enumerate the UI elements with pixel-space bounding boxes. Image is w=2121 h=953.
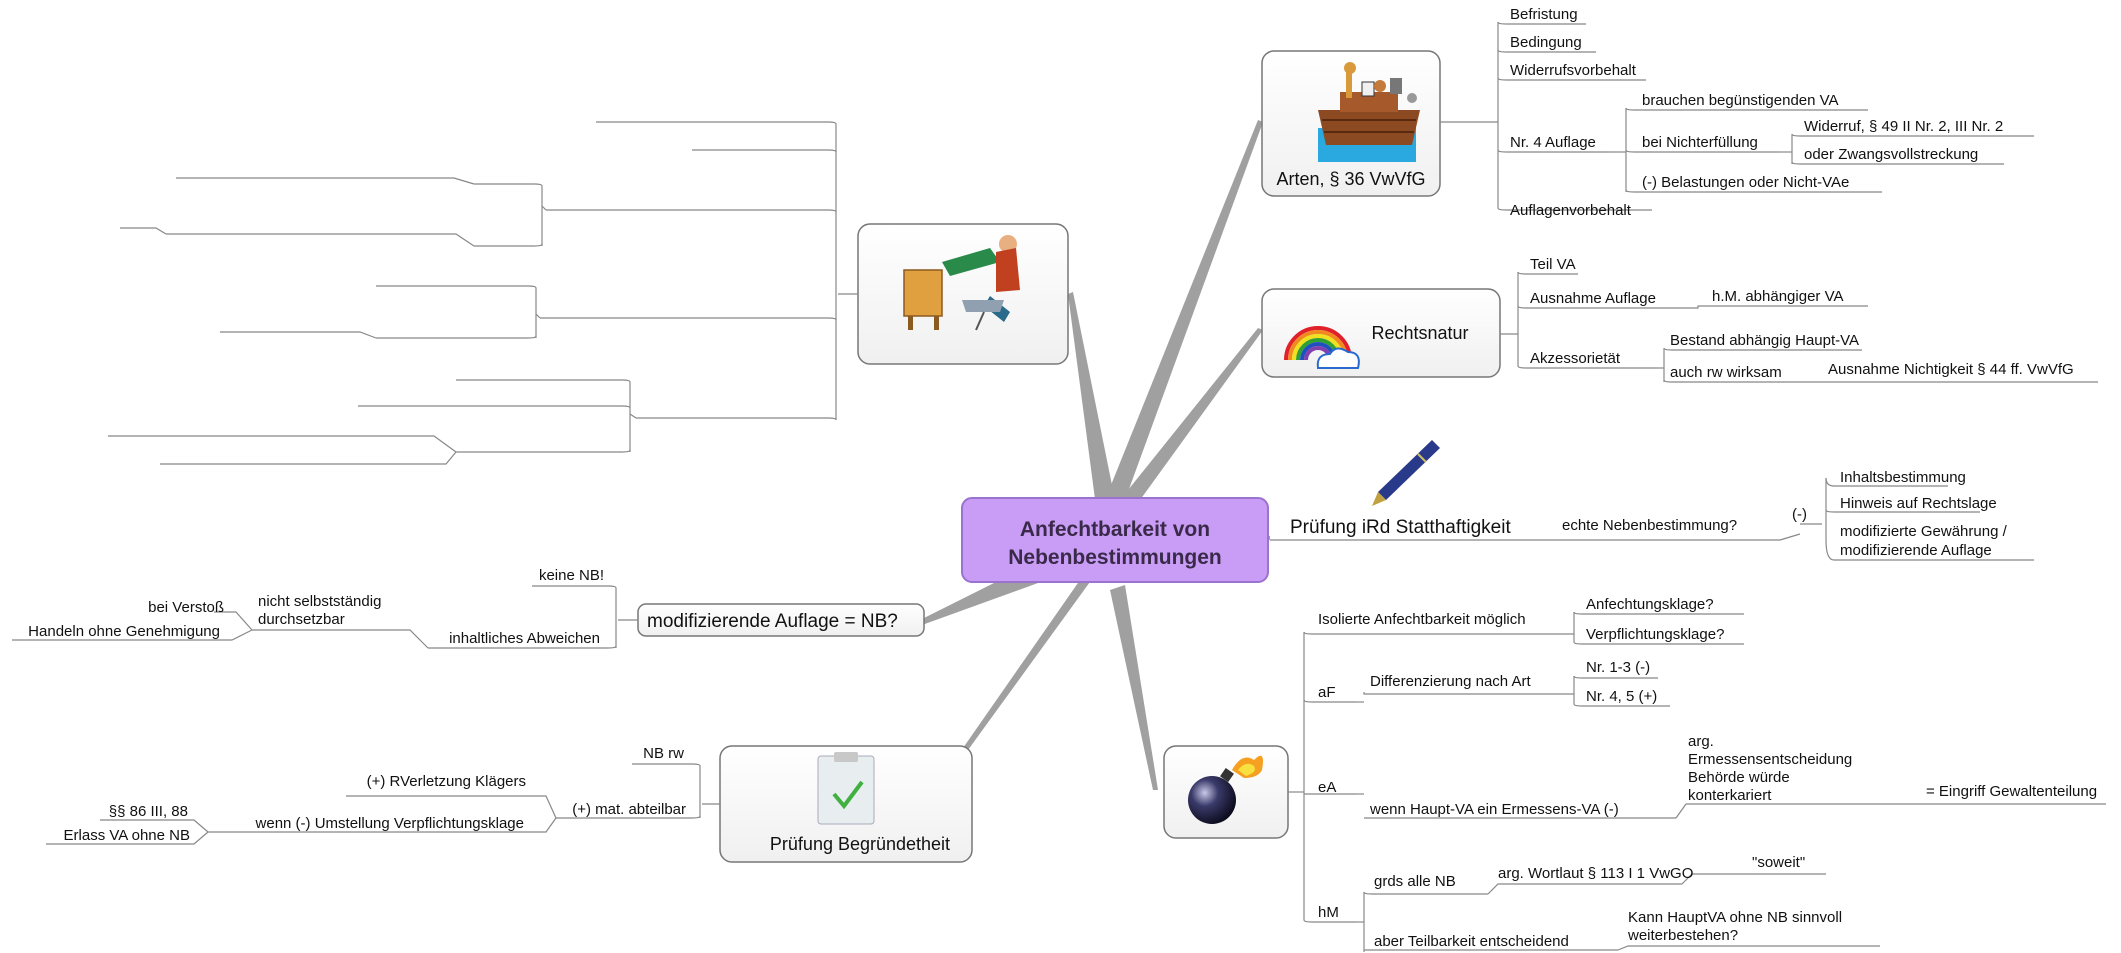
beguenstigend: brauchen begünstigenden VA bbox=[1642, 92, 1839, 109]
nr-4-5: Nr. 4, 5 (+) bbox=[1586, 688, 1657, 705]
fountain-pen-icon bbox=[1372, 440, 1440, 506]
auflage: Nr. 4 Auflage bbox=[1510, 134, 1596, 151]
isoliert-moeglich: Isolierte Anfechtbarkeit möglich bbox=[1318, 611, 1526, 628]
echte-nb: echte Nebenbestimmung? bbox=[1562, 517, 1737, 534]
arten-subtree bbox=[1440, 21, 2034, 211]
teilbarkeit: aber Teilbarkeit entscheidend bbox=[1374, 933, 1569, 950]
eingriff: = Eingriff Gewaltenteilung bbox=[1926, 783, 2097, 800]
statthaft-subtree bbox=[1270, 477, 2034, 561]
begruendet-labels: NB rw (+) mat. abteilbar (+) RVerletzung… bbox=[64, 745, 686, 844]
isoliert-subtree bbox=[1288, 611, 2106, 952]
topic-isolierte-anfechtbarkeit[interactable] bbox=[1163, 745, 1289, 839]
rechtsnatur-subtree bbox=[1500, 271, 2098, 383]
erlass-ohne-nb: Erlass VA ohne NB bbox=[64, 827, 190, 844]
rechtsnatur-title: Rechtsnatur bbox=[1371, 323, 1468, 343]
topic-rechtsnatur[interactable]: Rechtsnatur bbox=[1261, 288, 1501, 378]
central-title-line2: Nebenbestimmungen bbox=[1008, 546, 1222, 569]
nichtigkeit: Ausnahme Nichtigkeit § 44 ff. VwVfG bbox=[1828, 361, 2074, 378]
grds-alle-nb: grds alle NB bbox=[1374, 873, 1456, 890]
person-desk-icon bbox=[903, 235, 1020, 331]
arg-4: konterkariert bbox=[1688, 787, 1772, 804]
hinweis: Hinweis auf Rechtslage bbox=[1840, 495, 1997, 512]
ark-icon bbox=[1318, 62, 1420, 162]
begruendet-subtree bbox=[46, 763, 720, 845]
zulaessig-subtree bbox=[108, 121, 858, 465]
arten-title: Arten, § 36 VwVfG bbox=[1276, 169, 1425, 189]
nr-1-3: Nr. 1-3 (-) bbox=[1586, 659, 1650, 676]
handeln-ohne-genehmigung: Handeln ohne Genehmigung bbox=[28, 623, 220, 640]
modauflage-subtree bbox=[12, 585, 638, 649]
hm-label: hM bbox=[1318, 904, 1339, 921]
topic-statthaftigkeit[interactable]: Prüfung iRd Statthaftigkeit bbox=[1290, 440, 1511, 538]
bei-verstoss: bei Verstoß bbox=[148, 599, 224, 616]
rechtsnatur-labels: Teil VA Ausnahme Auflage h.M. abhängiger… bbox=[1530, 256, 2074, 381]
verpflichtungsklage: Verpflichtungsklage? bbox=[1586, 626, 1724, 643]
ausnahme-auflage: Ausnahme Auflage bbox=[1530, 290, 1656, 307]
modauflage-labels: keine NB! inhaltliches Abweichen nicht s… bbox=[28, 567, 604, 647]
belastungen: (-) Belastungen oder Nicht-VAe bbox=[1642, 174, 1849, 191]
statthaft-labels: echte Nebenbestimmung? (-) Inhaltsbestim… bbox=[1562, 469, 2008, 559]
nb-rw: NB rw bbox=[643, 745, 684, 762]
auch-rw: auch rw wirksam bbox=[1670, 364, 1782, 381]
nichterfuellung: bei Nichterfüllung bbox=[1642, 134, 1758, 151]
kann-1: Kann HauptVA ohne NB sinnvoll bbox=[1628, 909, 1842, 926]
bomb-icon bbox=[1188, 755, 1263, 824]
rverletzung: (+) RVerletzung Klägers bbox=[367, 773, 526, 790]
modauflage-title: modifizierende Auflage = NB? bbox=[647, 611, 898, 632]
ermessens-va: wenn Haupt-VA ein Ermessens-VA (-) bbox=[1369, 801, 1619, 818]
teil-va: Teil VA bbox=[1530, 256, 1576, 273]
soweit: "soweit" bbox=[1752, 854, 1805, 871]
differenzierung: Differenzierung nach Art bbox=[1370, 673, 1531, 690]
rainbow-icon bbox=[1284, 326, 1360, 369]
af-label: aF bbox=[1318, 684, 1336, 701]
topic-zulaessigkeit[interactable] bbox=[857, 223, 1069, 365]
widerrufsvorbehalt: Widerrufsvorbehalt bbox=[1510, 62, 1637, 79]
begruendetheit-title: Prüfung Begründetheit bbox=[770, 834, 950, 854]
zwang: oder Zwangsvollstreckung bbox=[1804, 146, 1978, 163]
topic-arten[interactable]: Arten, § 36 VwVfG bbox=[1261, 50, 1441, 197]
paragraphen: §§ 86 III, 88 bbox=[109, 803, 188, 820]
anfechtungsklage: Anfechtungsklage? bbox=[1586, 596, 1714, 613]
checklist-icon bbox=[817, 752, 875, 825]
bestand: Bestand abhängig Haupt-VA bbox=[1670, 332, 1859, 349]
isoliert-labels: Isolierte Anfechtbarkeit möglich Anfecht… bbox=[1318, 596, 2097, 950]
statthaft-title: Prüfung iRd Statthaftigkeit bbox=[1290, 517, 1511, 538]
ea-label: eA bbox=[1318, 779, 1336, 796]
umstellung: wenn (-) Umstellung Verpflichtungsklage bbox=[255, 815, 524, 832]
bedingung: Bedingung bbox=[1510, 34, 1582, 51]
befristung: Befristung bbox=[1510, 6, 1578, 23]
topic-modifizierende-auflage[interactable]: modifizierende Auflage = NB? bbox=[637, 603, 925, 637]
main-branches bbox=[920, 120, 1270, 790]
nicht-selbststaendig-2: durchsetzbar bbox=[258, 611, 345, 628]
central-topic[interactable]: Anfechtbarkeit von Nebenbestimmungen bbox=[961, 497, 1269, 583]
mat-abteilbar: (+) mat. abteilbar bbox=[572, 801, 686, 818]
inhaltsbestimmung: Inhaltsbestimmung bbox=[1840, 469, 1966, 486]
modifiziert-2: modifizierende Auflage bbox=[1840, 542, 1992, 559]
keine-nb: keine NB! bbox=[539, 567, 604, 584]
modifiziert-1: modifizierte Gewährung / bbox=[1840, 523, 2008, 540]
arg-1: arg. bbox=[1688, 733, 1714, 750]
nicht-selbststaendig-1: nicht selbstständig bbox=[258, 593, 381, 610]
arg-2: Ermessensentscheidung bbox=[1688, 751, 1852, 768]
topic-begruendetheit[interactable]: Prüfung Begründetheit bbox=[719, 745, 973, 863]
widerruf: Widerruf, § 49 II Nr. 2, III Nr. 2 bbox=[1804, 118, 2003, 135]
statthaft-minus: (-) bbox=[1792, 506, 1807, 523]
arten-labels: Befristung Bedingung Widerrufsvorbehalt … bbox=[1510, 6, 2003, 219]
central-title-line1: Anfechtbarkeit von bbox=[1020, 518, 1210, 541]
wortlaut: arg. Wortlaut § 113 I 1 VwGO bbox=[1498, 865, 1693, 882]
arg-3: Behörde würde bbox=[1688, 769, 1790, 786]
hm-abhaengig: h.M. abhängiger VA bbox=[1712, 288, 1843, 305]
kann-2: weiterbestehen? bbox=[1627, 927, 1738, 944]
akzessorietaet: Akzessorietät bbox=[1530, 350, 1621, 367]
abweichen: inhaltliches Abweichen bbox=[449, 630, 600, 647]
auflagenvorbehalt: Auflagenvorbehalt bbox=[1510, 202, 1632, 219]
